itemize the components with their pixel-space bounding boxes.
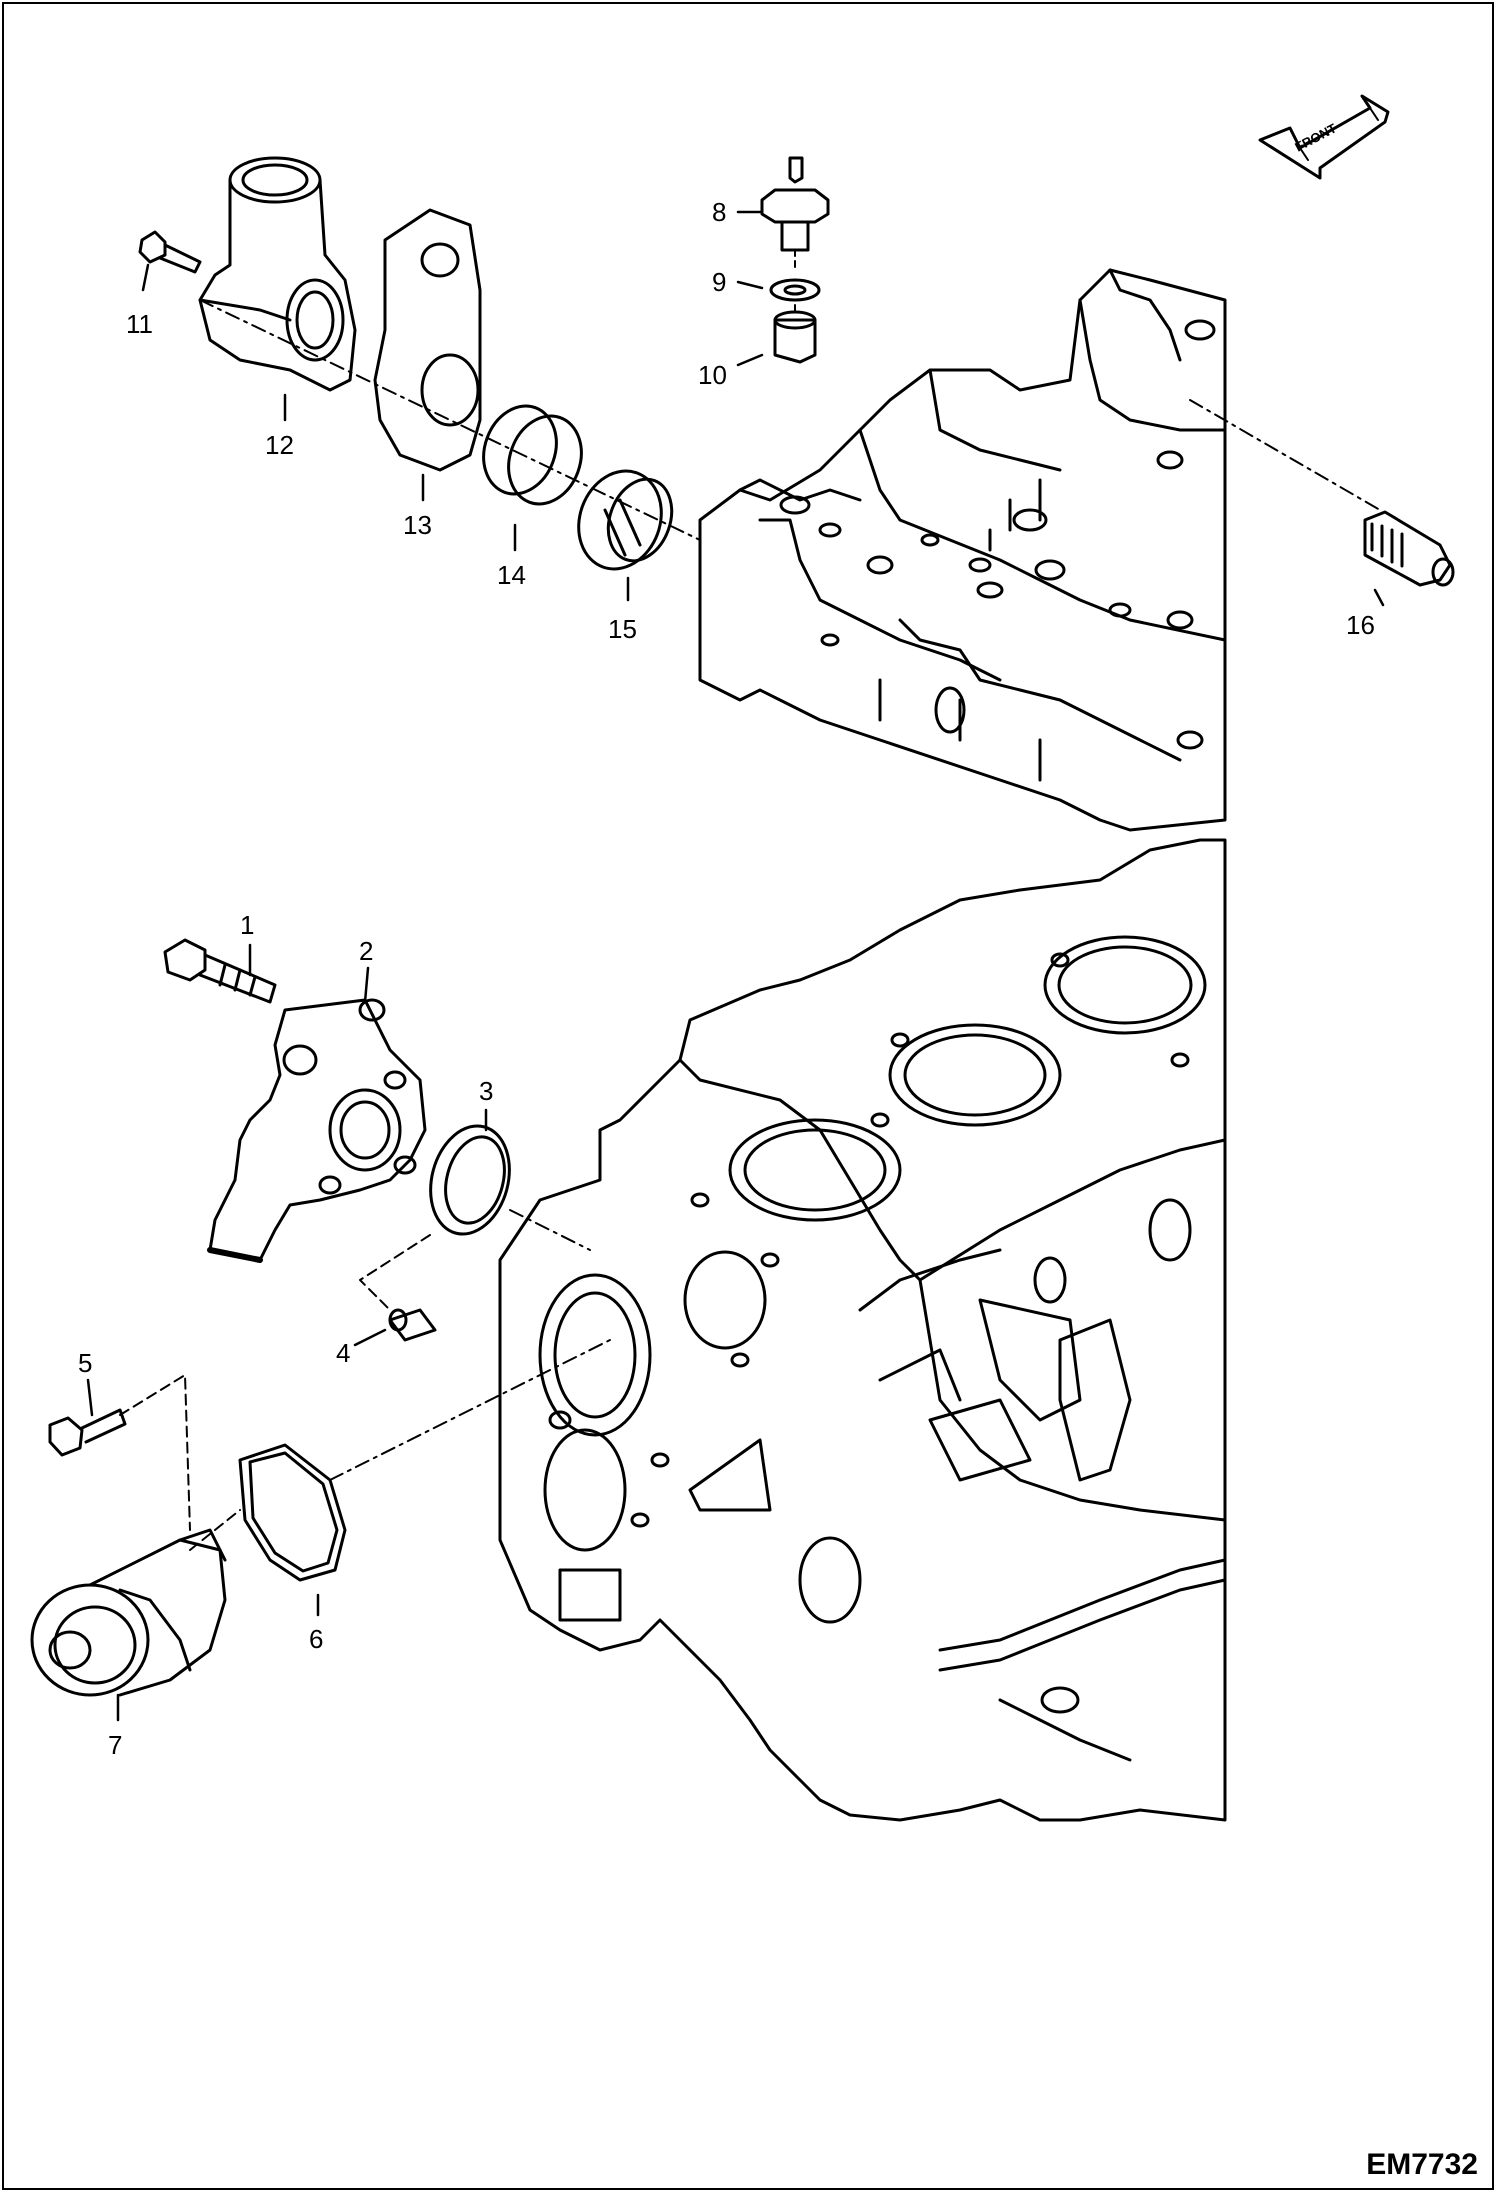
callout-14: 14	[497, 560, 526, 590]
adaptor-10	[773, 310, 817, 364]
leader-lines	[86, 210, 1385, 1722]
callout-3: 3	[479, 1076, 493, 1106]
callout-12: 12	[265, 430, 294, 460]
thermostat-ring-14	[482, 404, 583, 506]
callout-7: 7	[108, 1730, 122, 1760]
cylinder-block	[498, 838, 1227, 1822]
callout-6: 6	[309, 1624, 323, 1654]
thermostat-15	[577, 469, 674, 571]
gasket-6	[238, 1443, 347, 1582]
water-pump-housing-2	[207, 998, 427, 1263]
dowel-4	[388, 1308, 437, 1342]
callout-1: 1	[240, 910, 254, 940]
bolt-11	[138, 230, 202, 274]
callout-13: 13	[403, 510, 432, 540]
cylinder-head	[698, 268, 1227, 832]
diagram-code: EM7732	[1366, 2148, 1478, 2181]
bolt-5	[48, 1408, 127, 1457]
washer-9	[769, 278, 821, 302]
callout-10: 10	[698, 360, 727, 390]
callout-9: 9	[712, 267, 726, 297]
water-pump-7	[30, 1528, 227, 1697]
thermostat-housing-12	[198, 156, 357, 392]
callout-8: 8	[712, 197, 726, 227]
callout-11: 11	[126, 309, 153, 339]
sensor-8	[760, 156, 830, 252]
callout-15: 15	[608, 614, 637, 644]
callout-2: 2	[359, 936, 373, 966]
gasket-13	[373, 208, 482, 472]
callout-16: 16	[1346, 610, 1375, 640]
temperature-sender-16	[1363, 510, 1455, 587]
callout-4: 4	[336, 1338, 350, 1368]
bolt-1	[163, 938, 277, 1004]
o-ring-3	[429, 1124, 511, 1236]
callout-5: 5	[78, 1348, 92, 1378]
front-arrow-icon: FRONT	[1258, 94, 1390, 180]
